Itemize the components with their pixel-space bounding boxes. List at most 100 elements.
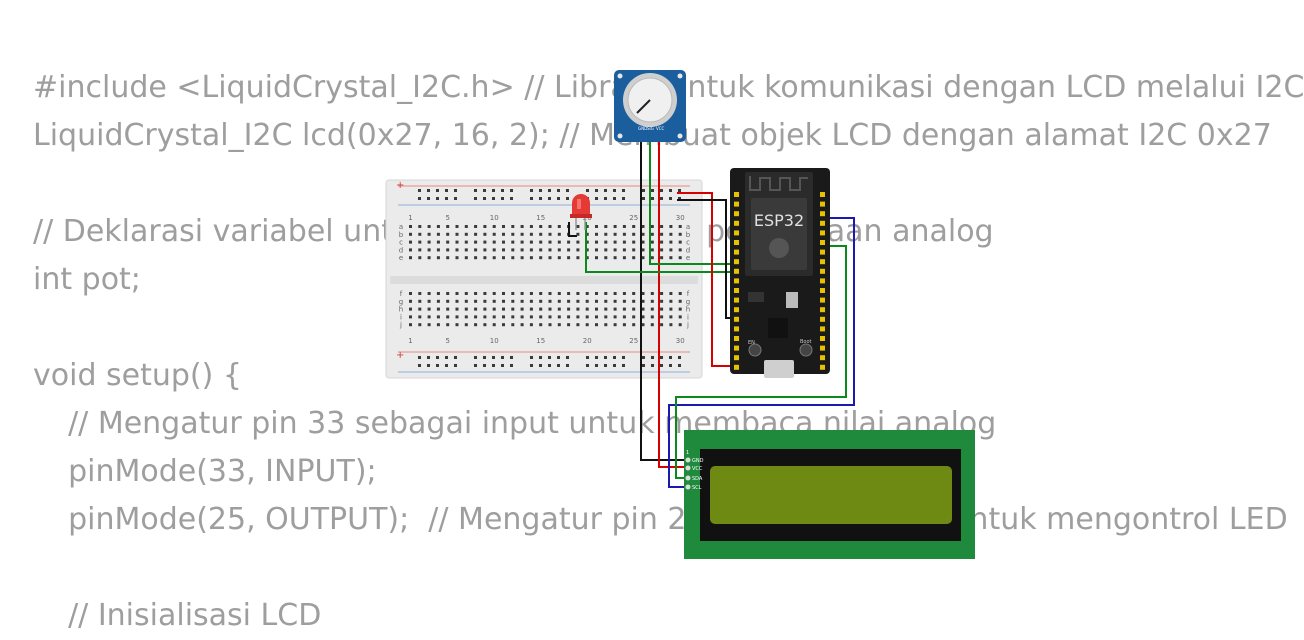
breadboard[interactable]: + + 115510101515202025253030aabbccddeeff… (385, 179, 703, 379)
row-letter: h (399, 306, 403, 314)
esp32-pin (734, 278, 739, 284)
esp32-logo-icon (769, 238, 789, 258)
breadboard-hole (632, 323, 636, 327)
breadboard-hole (418, 248, 422, 252)
pot-pin-vcc-label: VCC (656, 126, 665, 131)
breadboard-hole (418, 256, 422, 260)
row-letter: d (399, 246, 403, 254)
breadboard-hole (445, 197, 448, 200)
lcd-display[interactable]: 1 GND VCC SDA SCL (684, 430, 975, 559)
breadboard-hole (464, 323, 468, 327)
breadboard-hole (520, 232, 524, 236)
breadboard-hole (501, 364, 504, 367)
breadboard-hole (660, 356, 663, 359)
esp32-pin (734, 336, 739, 341)
breadboard-hole (678, 232, 682, 236)
column-number: 15 (536, 214, 545, 222)
column-number: 15 (536, 337, 545, 345)
breadboard-hole (520, 240, 524, 244)
breadboard-hole (492, 232, 496, 236)
breadboard-hole (604, 240, 608, 244)
wire-lcd-sda-green (675, 245, 847, 479)
breadboard-hole (557, 225, 561, 228)
breadboard-hole (539, 232, 543, 236)
row-letter: a (686, 223, 690, 231)
breadboard-hole (669, 232, 673, 236)
usb-port-icon (764, 360, 794, 378)
breadboard-hole (427, 299, 431, 303)
breadboard-hole (418, 315, 422, 319)
breadboard-hole (557, 189, 560, 192)
breadboard-hole (557, 248, 561, 252)
breadboard-hole (539, 256, 543, 260)
code-line[interactable]: int pot; (33, 262, 141, 297)
breadboard-hole (529, 315, 533, 319)
breadboard-hole (436, 256, 440, 260)
esp32-pin (820, 240, 825, 245)
breadboard-hole (483, 364, 486, 367)
breadboard-hole (474, 189, 477, 192)
breadboard-hole (455, 256, 459, 260)
circuit-diagram: + + 115510101515202025253030aabbccddeeff… (385, 70, 975, 559)
breadboard-hole (492, 197, 495, 200)
breadboard-hole (548, 292, 552, 295)
breadboard-hole (418, 307, 422, 311)
code-line[interactable]: pinMode(33, INPUT); (49, 454, 377, 489)
code-line[interactable]: LiquidCrystal_I2C lcd(0x27, 16, 2); // M… (33, 118, 1272, 153)
breadboard-hole (464, 240, 468, 244)
breadboard-hole (454, 197, 457, 200)
breadboard-hole (586, 189, 589, 192)
breadboard-hole (557, 299, 561, 303)
breadboard-hole (613, 315, 617, 319)
breadboard-hole (530, 197, 533, 200)
breadboard-hole (539, 240, 543, 244)
rail-plus-label-bottom: + (396, 350, 404, 361)
breadboard-hole (409, 292, 412, 295)
breadboard-hole (436, 240, 440, 244)
breadboard-hole (427, 356, 430, 359)
breadboard-hole (641, 307, 645, 311)
breadboard-hole (511, 232, 515, 236)
esp32-pin-headers (734, 192, 825, 370)
breadboard-hole (501, 356, 504, 359)
breadboard-hole (650, 232, 654, 236)
breadboard-hole (585, 256, 589, 260)
esp32-pin (820, 307, 825, 313)
breadboard-hole (604, 307, 608, 311)
breadboard-hole (474, 292, 478, 295)
esp32-pin (734, 326, 739, 332)
breadboard-hole (539, 356, 542, 359)
led[interactable] (570, 194, 592, 230)
breadboard-hole (622, 248, 626, 252)
breadboard-hole (632, 307, 636, 311)
breadboard-hole (585, 307, 589, 311)
breadboard-hole (483, 256, 487, 260)
row-letter: e (686, 254, 690, 262)
column-number: 5 (445, 214, 449, 222)
breadboard-hole (474, 323, 478, 327)
en-button[interactable] (748, 343, 762, 357)
breadboard-hole (455, 232, 459, 236)
breadboard-hole (492, 292, 496, 295)
esp32-pin (820, 364, 825, 370)
code-line[interactable]: // Inisialisasi LCD (49, 598, 322, 633)
breadboard-hole (678, 292, 682, 295)
potentiometer[interactable]: GND SIG VCC (614, 70, 686, 142)
boot-button[interactable] (799, 343, 813, 357)
breadboard-hole (548, 256, 552, 260)
breadboard-hole (642, 197, 645, 200)
code-line[interactable]: void setup() { (33, 358, 242, 393)
breadboard-hole (595, 248, 598, 252)
breadboard-hole (474, 240, 478, 244)
breadboard-hole (474, 256, 478, 260)
esp32-pin (820, 201, 825, 207)
breadboard-hole (641, 232, 645, 236)
breadboard-hole (557, 364, 560, 367)
breadboard-hole (632, 240, 636, 244)
breadboard-hole (446, 240, 450, 244)
esp32-pin (734, 268, 739, 274)
breadboard-hole (455, 292, 459, 295)
esp32-board[interactable]: ESP32 EN Boot (730, 168, 830, 378)
breadboard-hole (557, 256, 561, 260)
breadboard-hole (548, 323, 552, 327)
